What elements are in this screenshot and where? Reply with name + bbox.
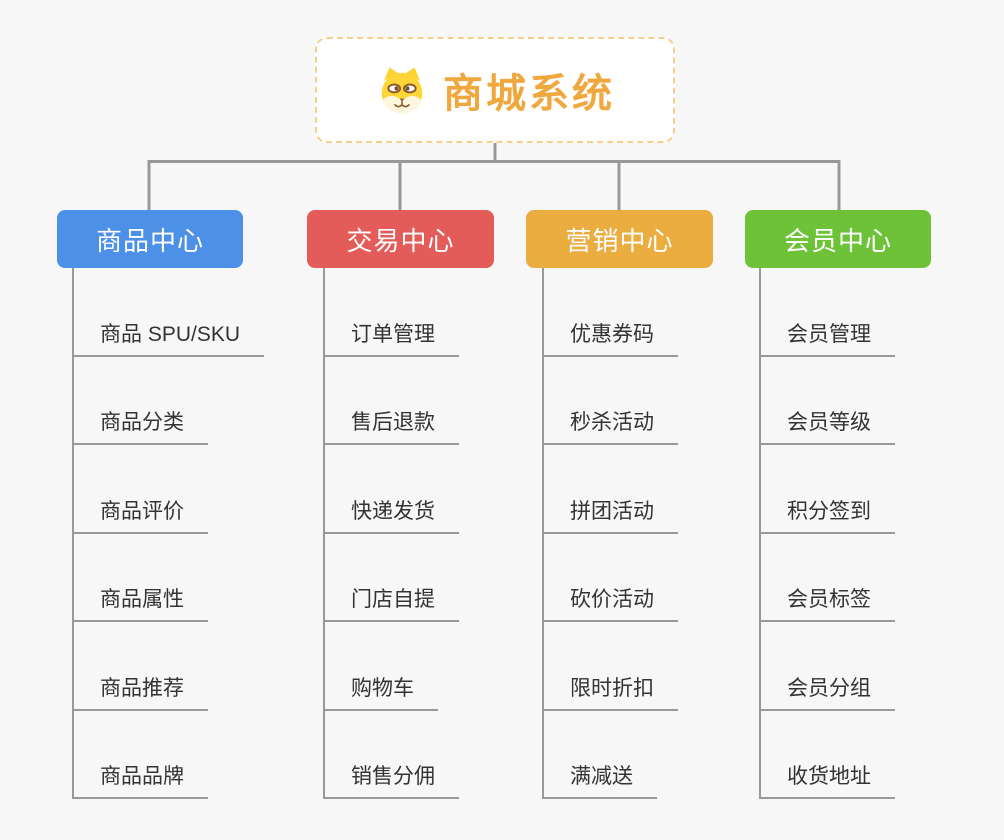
leaf-node-member-group[interactable]: 会员分组 [761, 622, 895, 711]
shiba-dog-icon [375, 65, 429, 115]
leaf-node-full-reduction[interactable]: 满减送 [544, 711, 657, 799]
root-node[interactable]: 商城系统 [315, 37, 675, 143]
leaf-node-shipping-address[interactable]: 收货地址 [761, 711, 895, 799]
leaf-node-order-management[interactable]: 订单管理 [325, 268, 459, 357]
leaf-node-points-checkin[interactable]: 积分签到 [761, 445, 895, 534]
branch-children-marketing-center: 优惠券码 秒杀活动 拼团活动 砍价活动 限时折扣 满减送 [542, 268, 678, 799]
leaf-node-member-management[interactable]: 会员管理 [761, 268, 895, 357]
leaf-node-member-tag[interactable]: 会员标签 [761, 534, 895, 622]
branch-children-trade-center: 订单管理 售后退款 快递发货 门店自提 购物车 销售分佣 [323, 268, 459, 799]
leaf-node-bargain-activity[interactable]: 砍价活动 [544, 534, 678, 622]
leaf-node-shopping-cart[interactable]: 购物车 [325, 622, 438, 711]
leaf-node-product-spu-sku[interactable]: 商品 SPU/SKU [74, 268, 265, 357]
leaf-node-flash-sale[interactable]: 秒杀活动 [544, 357, 678, 445]
leaf-node-member-level[interactable]: 会员等级 [761, 357, 895, 445]
leaf-node-store-pickup[interactable]: 门店自提 [325, 534, 459, 622]
branch-node-product-center[interactable]: 商品中心 [57, 210, 243, 268]
leaf-node-product-brand[interactable]: 商品品牌 [74, 711, 208, 799]
branch-children-product-center: 商品 SPU/SKU 商品分类 商品评价 商品属性 商品推荐 商品品牌 [72, 268, 265, 799]
leaf-node-product-attribute[interactable]: 商品属性 [74, 534, 208, 622]
branch-node-trade-center[interactable]: 交易中心 [307, 210, 494, 268]
leaf-node-express-delivery[interactable]: 快递发货 [325, 445, 459, 534]
branch-node-member-center[interactable]: 会员中心 [745, 210, 931, 268]
leaf-node-coupon-code[interactable]: 优惠券码 [544, 268, 678, 357]
branch-node-marketing-center[interactable]: 营销中心 [526, 210, 713, 268]
leaf-node-product-review[interactable]: 商品评价 [74, 445, 208, 534]
leaf-node-aftersale-refund[interactable]: 售后退款 [325, 357, 459, 445]
leaf-node-group-buy[interactable]: 拼团活动 [544, 445, 678, 534]
leaf-node-product-recommend[interactable]: 商品推荐 [74, 622, 208, 711]
branch-children-member-center: 会员管理 会员等级 积分签到 会员标签 会员分组 收货地址 [759, 268, 895, 799]
leaf-node-product-category[interactable]: 商品分类 [74, 357, 208, 445]
leaf-node-limited-time-discount[interactable]: 限时折扣 [544, 622, 678, 711]
root-title: 商城系统 [443, 72, 615, 116]
leaf-node-sales-commission[interactable]: 销售分佣 [325, 711, 459, 799]
